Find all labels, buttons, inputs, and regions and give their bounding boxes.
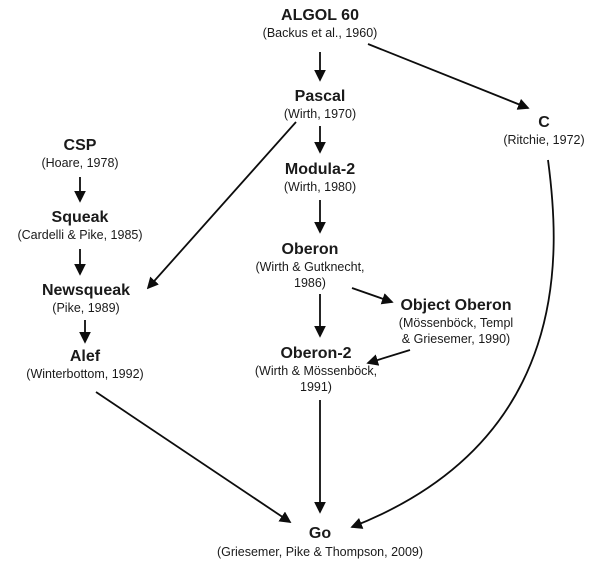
node-csp-citation: (Hoare, 1978) <box>41 156 118 170</box>
edge-c-go <box>350 159 555 529</box>
node-oberon-label: Oberon <box>282 241 339 258</box>
node-oberon2: Oberon-2 (Wirth & Mössenböck, 1991) <box>255 345 377 394</box>
node-pascal: Pascal (Wirth, 1970) <box>284 88 356 121</box>
node-c: C (Ritchie, 1972) <box>503 114 584 147</box>
edge-objectoberon-oberon2 <box>366 349 411 366</box>
node-squeak: Squeak (Cardelli & Pike, 1985) <box>17 209 142 242</box>
node-csp-label: CSP <box>64 137 97 154</box>
node-oberon: Oberon (Wirth & Gutknecht, 1986) <box>255 241 364 290</box>
node-algol60: ALGOL 60 (Backus et al., 1960) <box>263 7 378 40</box>
node-modula2-citation: (Wirth, 1980) <box>284 180 356 194</box>
node-squeak-label: Squeak <box>52 209 109 226</box>
node-pascal-citation: (Wirth, 1970) <box>284 107 356 121</box>
edge-oberon-objectoberon <box>351 287 394 305</box>
node-alef-label: Alef <box>70 348 101 365</box>
node-alef: Alef (Winterbottom, 1992) <box>26 348 143 381</box>
node-oberon2-label: Oberon-2 <box>280 345 351 362</box>
node-oberon2-citation-line1: (Wirth & Mössenböck, <box>255 364 377 378</box>
edge-algol60-c <box>367 43 530 110</box>
node-go: Go (Griesemer, Pike & Thompson, 2009) <box>217 525 423 559</box>
node-object-oberon-label: Object Oberon <box>400 297 511 314</box>
edge-pascal-newsqueak <box>146 121 297 290</box>
node-modula2-label: Modula-2 <box>285 161 355 178</box>
node-object-oberon-citation-line2: & Griesemer, 1990) <box>402 332 510 346</box>
node-oberon-citation-line2: 1986) <box>294 276 326 290</box>
node-object-oberon-citation-line1: (Mössenböck, Templ <box>399 316 513 330</box>
node-c-citation: (Ritchie, 1972) <box>503 133 584 147</box>
node-c-label: C <box>538 114 550 131</box>
node-newsqueak-citation: (Pike, 1989) <box>52 301 119 315</box>
node-go-citation: (Griesemer, Pike & Thompson, 2009) <box>217 545 423 559</box>
node-modula2: Modula-2 (Wirth, 1980) <box>284 161 356 194</box>
node-algol60-citation: (Backus et al., 1960) <box>263 26 378 40</box>
node-squeak-citation: (Cardelli & Pike, 1985) <box>17 228 142 242</box>
node-newsqueak-label: Newsqueak <box>42 282 130 299</box>
node-newsqueak: Newsqueak (Pike, 1989) <box>42 282 130 315</box>
node-algol60-label: ALGOL 60 <box>281 7 359 24</box>
node-csp: CSP (Hoare, 1978) <box>41 137 118 170</box>
node-alef-citation: (Winterbottom, 1992) <box>26 367 143 381</box>
node-object-oberon: Object Oberon (Mössenböck, Templ & Gries… <box>399 297 513 346</box>
node-oberon2-citation-line2: 1991) <box>300 380 332 394</box>
node-go-label: Go <box>309 525 331 542</box>
node-oberon-citation-line1: (Wirth & Gutknecht, <box>255 260 364 274</box>
node-pascal-label: Pascal <box>295 88 346 105</box>
edge-alef-go <box>95 391 292 523</box>
